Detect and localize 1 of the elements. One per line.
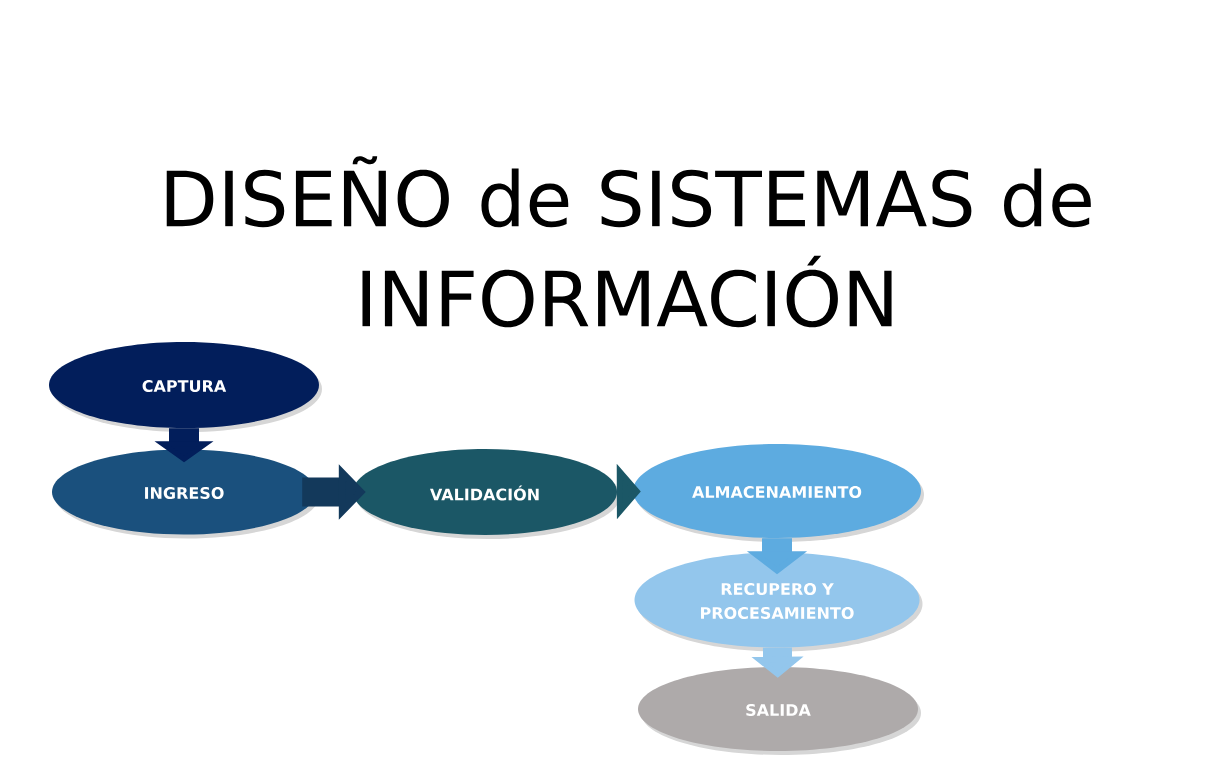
title: DISEÑO de SISTEMAS de INFORMACIÓN <box>166 156 1091 328</box>
